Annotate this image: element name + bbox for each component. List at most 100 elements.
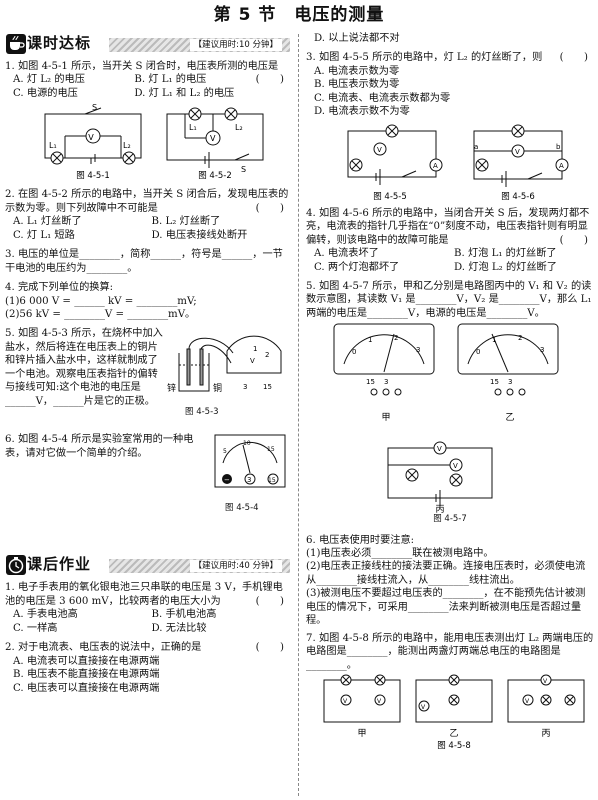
terminal-minus: −: [224, 476, 230, 484]
dial-tick: 1: [492, 336, 496, 344]
option-c: C. 一样高: [13, 622, 58, 634]
teacup-icon: [6, 34, 26, 54]
option-a: A. 电流表坏了: [314, 248, 379, 260]
option-b: B. 灯泡 L₁ 的灯丝断了: [454, 248, 557, 260]
answer-paren: ( ): [559, 52, 588, 64]
terminal-15: 15: [268, 477, 276, 484]
answer-paren: ( ): [559, 234, 588, 246]
clock-icon: [6, 555, 26, 576]
question-stem: 2. 对于电流表、电压表的说法中，正确的是: [5, 642, 202, 654]
voltmeter-symbol: V: [515, 148, 520, 156]
page-title: 第 5 节 电压的测量: [213, 5, 385, 25]
question-stem: 1. 电子手表用的氧化银电池三只串联的电压是 3 V，手机锂电池的电压是 3 6…: [5, 582, 283, 607]
voltmeter-figure: 5 10 15 − 3 15: [214, 434, 286, 488]
terminal-3: 3: [247, 476, 251, 484]
terminal-label: 3: [508, 378, 512, 386]
battery-beaker-figure: 1 2 V 锌 铜 3 15: [167, 336, 282, 394]
voltmeter-symbol: V: [377, 146, 382, 154]
conversion-line-2: (2)56 kV = ________V = ________mV。: [5, 308, 196, 320]
option-c: C. 电压表可以直接接在电源两端: [13, 682, 160, 694]
section-name: 课时达标: [27, 34, 92, 52]
option-b: B. 电压表不能直接接在电源两端: [13, 669, 160, 681]
node-label: a: [474, 143, 478, 151]
option-a: A. L₁ 灯丝断了: [13, 216, 82, 228]
question-1: 1. 如图 4-5-1 所示，当开关 S 闭合时，电压表所测的电压是( ) A.…: [5, 60, 290, 184]
copper-label: 铜: [213, 382, 222, 394]
switch-label: S: [241, 165, 246, 174]
option-a: A. 电流表可以直接接在电源两端: [13, 655, 160, 667]
dial-unit: V: [250, 357, 255, 365]
option-d: D. 电压表接线处断开: [151, 229, 248, 241]
section-header-homework: 课后作业 【建议用时:40 分钟】: [5, 555, 290, 577]
question-3: 3. 电压的单位是________，简称______，符号是______，一节干…: [5, 248, 290, 275]
homework-question-6: 6. 电压表使用时要注意: (1)电压表必须________联在被测电路中。 (…: [306, 534, 594, 628]
question-stem: 6. 电压表使用时要注意:: [306, 534, 415, 546]
dial-tick: 2: [518, 334, 522, 342]
voltmeter-symbol: V: [543, 678, 548, 685]
homework-question-5: 5. 如图 4-5-7 所示，甲和乙分别是电路图丙中的 V₁ 和 V₂ 的读数示…: [306, 280, 594, 526]
answer-paren: ( ): [255, 642, 284, 654]
circuit-figures-8: V V V V V 甲 乙 丙 图 4-5-8: [323, 674, 585, 750]
voltmeter-symbol: V: [210, 134, 216, 143]
question-stem: 4. 完成下列单位的换算:: [5, 282, 114, 294]
option-d: D. 灯泡 L₂ 的灯丝断了: [454, 261, 557, 273]
figure-caption: 图 4-5-2: [198, 171, 232, 181]
lamp-label: L₂: [235, 123, 243, 132]
sub-figure-label: 丙: [541, 728, 550, 739]
dial-tick: 3: [416, 346, 420, 354]
question-stem: 4. 如图 4-5-6 所示的电路中，当闭合开关 S 后，发现两灯都不亮，电流表…: [306, 207, 590, 246]
voltmeter-symbol: V: [453, 462, 458, 470]
question-text: 5. 如图 4-5-3 所示，在烧杯中加入盐水，然后将连在电压表上的铜片和锌片插…: [5, 328, 163, 407]
lamp-label: L₁: [189, 123, 197, 132]
switch-label: S: [92, 103, 97, 112]
circuit-figures-5-6: V A V A a b 图 4-5-5 图 4-5-6: [347, 124, 569, 202]
option-d: D. 无法比较: [151, 622, 207, 634]
figure-caption: 图 4-5-1: [76, 171, 110, 181]
lamp-label: L₂: [123, 141, 131, 150]
note-line-3: (3)被测电压不要超过电压表的________，在不能预先估计被测电压的情况下，…: [306, 588, 586, 627]
question-text: 7. 如图 4-5-8 所示的电路中，能用电压表测出灯 L₂ 两端电压的电路图是…: [306, 632, 594, 671]
homework-question-2: 2. 对于电流表、电压表的说法中，正确的是 ( ) A. 电流表可以直接接在电源两…: [5, 641, 290, 695]
question-2: 2. 在图 4-5-2 所示的电路中，当开关 S 闭合后，发现电压表的示数为零。…: [5, 188, 290, 242]
dial-tick: 3: [540, 346, 544, 354]
dial-tick: 10: [243, 440, 251, 447]
answer-paren: ( ): [255, 595, 284, 607]
terminal-label: 3: [384, 378, 388, 386]
voltmeter-symbol: V: [88, 133, 94, 142]
question-6: 6. 如图 4-5-4 所示是实验室常用的一种电表，请对它做一个简单的介绍。 5…: [5, 433, 290, 533]
homework-question-1: 1. 电子手表用的氧化银电池三只串联的电压是 3 V，手机锂电池的电压是 3 6…: [5, 581, 290, 635]
homework-question-4: 4. 如图 4-5-6 所示的电路中，当闭合开关 S 后，发现两灯都不亮，电流表…: [306, 207, 594, 274]
option-a: A. 电流表示数为零: [314, 65, 400, 77]
option-d: D. 以上说法都不对: [314, 33, 400, 44]
option-b: B. 电压表示数为零: [314, 79, 400, 91]
option-b: B. 手机电池高: [151, 609, 217, 621]
figure-caption: 图 4-5-6: [501, 192, 535, 202]
question-text: 5. 如图 4-5-7 所示，甲和乙分别是电路图丙中的 V₁ 和 V₂ 的读数示…: [306, 280, 592, 319]
homework-question-3: 3. 如图 4-5-5 所示的电路中，灯 L₂ 的灯丝断了，则 ( ) A. 电流…: [306, 51, 594, 204]
suggested-time: 【建议用时:40 分钟】: [189, 560, 282, 573]
node-label: b: [556, 143, 561, 151]
section-name: 课后作业: [27, 555, 92, 574]
ammeter-symbol: A: [433, 162, 438, 170]
question-4: 4. 完成下列单位的换算: (1)6 000 V = ______ kV = _…: [5, 281, 290, 321]
option-b: B. L₂ 灯丝断了: [151, 216, 221, 228]
question-stem: 3. 如图 4-5-5 所示的电路中，灯 L₂ 的灯丝断了，则: [306, 52, 543, 64]
figure-caption: 图 4-5-5: [373, 192, 407, 202]
answer-paren: ( ): [255, 202, 284, 214]
note-line-1: (1)电压表必须________联在被测电路中。: [306, 548, 494, 560]
column-divider: [298, 34, 299, 796]
option-c: C. 电流表、电流表示数都为零: [314, 92, 451, 104]
zinc-label: 锌: [167, 382, 176, 394]
figure-caption: 图 4-5-4: [225, 503, 259, 514]
option-c: C. 两个灯泡都坏了: [314, 261, 400, 273]
figure-caption: 图 4-5-3: [185, 407, 219, 418]
suggested-time: 【建议用时:10 分钟】: [189, 39, 282, 51]
conversion-line-1: (1)6 000 V = ______ kV = ________mV;: [5, 295, 197, 307]
dial-tick: 2: [265, 351, 269, 359]
section-header-class: 课时达标 【建议用时:10 分钟】: [5, 34, 290, 56]
terminal-label: 15: [366, 378, 375, 386]
left-column: 课时达标 【建议用时:10 分钟】 1. 如图 4-5-1 所示，当开关 S 闭…: [5, 34, 290, 697]
question-text: 6. 如图 4-5-4 所示是实验室常用的一种电表，请对它做一个简单的介绍。: [5, 434, 194, 459]
note-line-2: (2)电压表正接线柱的接法要正确。连接电压表时，必须使电流从________接线…: [306, 561, 586, 586]
